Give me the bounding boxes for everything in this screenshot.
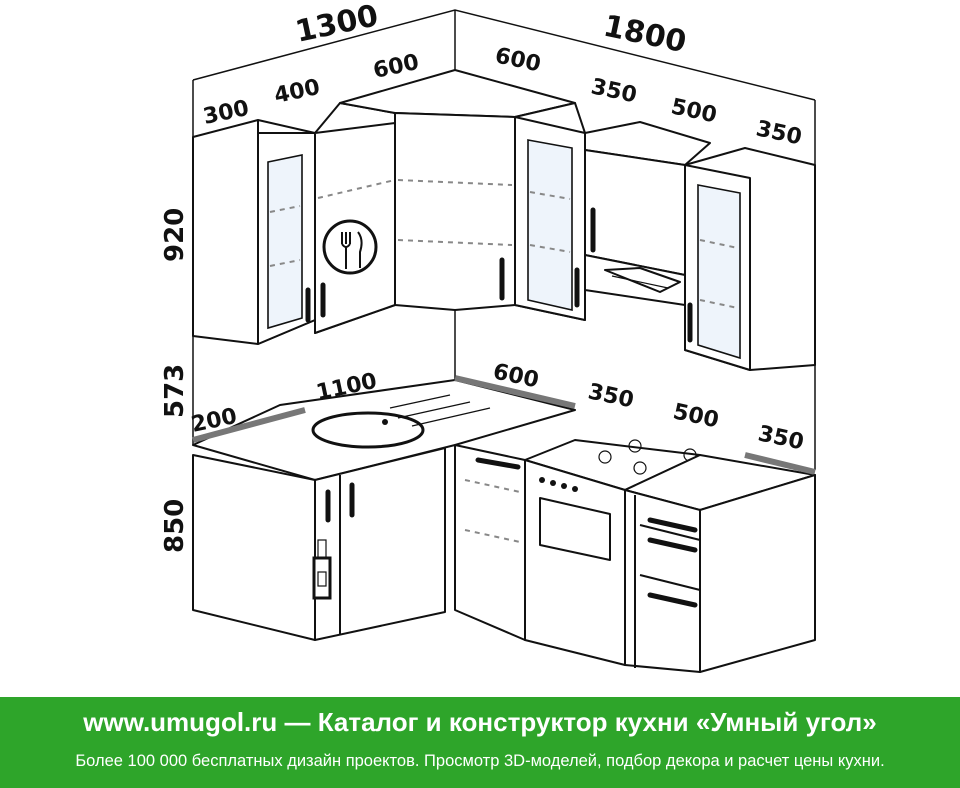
upper-cabinet-left-glass [192,119,316,345]
dim-base-350-a: 350 [586,379,636,413]
range-hood [584,254,686,306]
dim-base-350-b: 350 [756,421,806,455]
dim-upper-350-b: 350 [754,116,804,150]
footer-banner: www.umugol.ru — Каталог и конструктор ку… [0,697,960,788]
dim-upper-400: 400 [272,75,322,109]
oval-sink [311,394,491,449]
upper-cabinet-far-right-glass [684,147,816,371]
bottle-icon [312,539,332,600]
fork-knife-plate-icon [322,219,378,275]
dim-height-gap: 573 [160,364,190,418]
kitchen-diagram: 1300 1800 300 400 600 600 350 500 350 92… [160,0,816,673]
upper-cabinet-400 [314,102,396,334]
upper-cabinet-right-glass [514,102,586,321]
dim-upper-600-right: 600 [493,43,543,77]
dim-top-left-width: 1300 [292,0,381,50]
base-left-run [192,375,576,641]
dim-top-right-width: 1800 [600,9,689,61]
dim-height-base: 850 [160,499,190,553]
dim-height-upper: 920 [160,208,190,262]
upper-cabinet-hood [584,121,711,306]
base-corner-cabinet [454,444,526,641]
gas-hob-burners [598,439,697,475]
dim-base-500: 500 [671,399,721,433]
footer-title[interactable]: www.umugol.ru — Каталог и конструктор ку… [83,707,877,737]
dim-upper-350-a: 350 [589,74,639,108]
dim-upper-500: 500 [669,94,719,128]
dim-upper-600-left: 600 [371,50,421,84]
footer-subtitle: Более 100 000 бесплатных дизайн проектов… [75,752,885,770]
base-right-drawers [624,452,816,673]
